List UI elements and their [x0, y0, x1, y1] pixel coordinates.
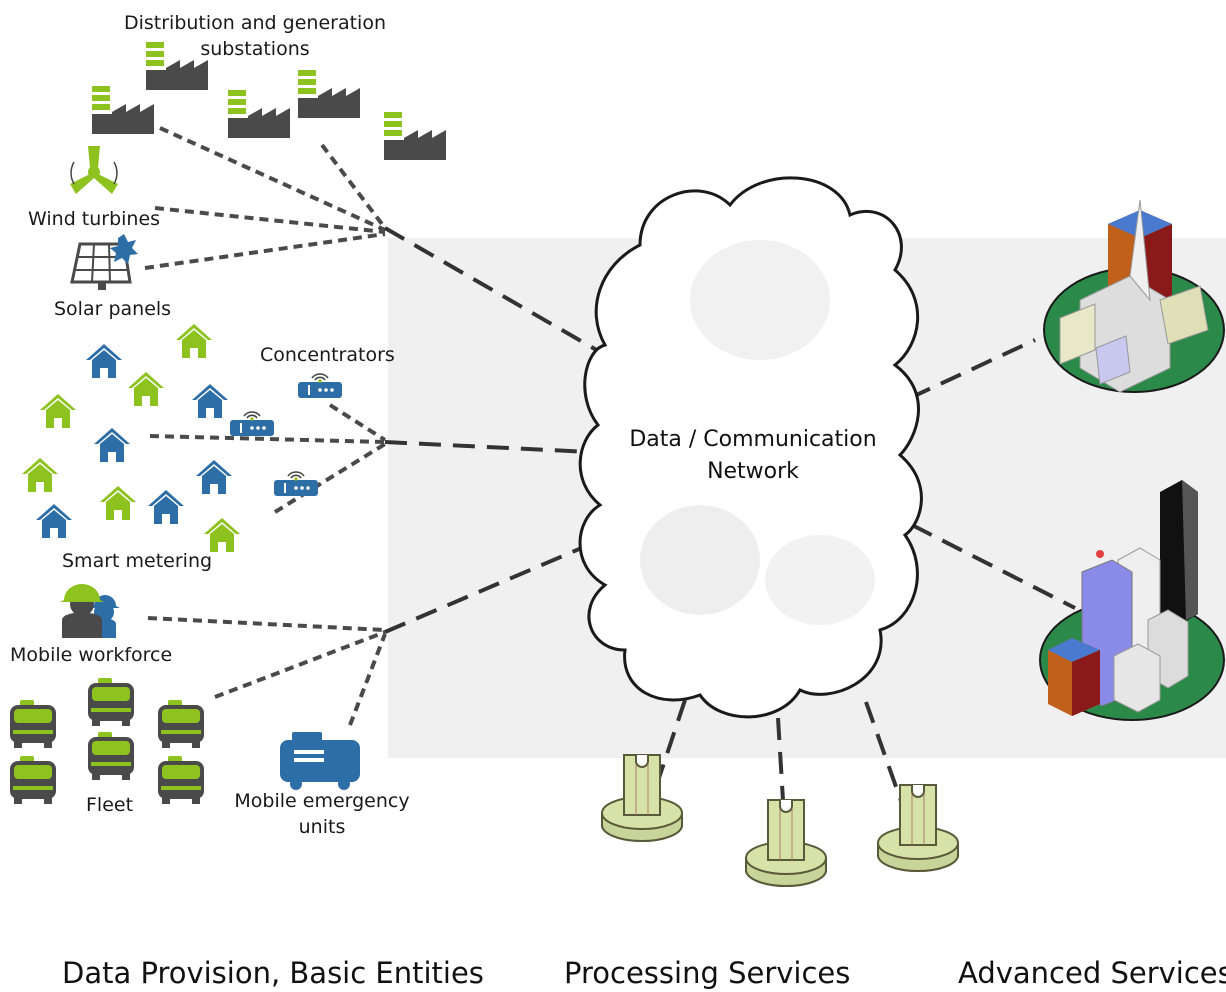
factory-icon [298, 70, 360, 118]
server-icon [745, 799, 827, 887]
server-icon [601, 754, 683, 842]
factory-icon [384, 112, 446, 160]
workforce-icon [60, 584, 120, 638]
bus-icon [10, 700, 56, 748]
workforce-label: Mobile workforce [10, 644, 173, 666]
emergency-label-line2: units [298, 816, 346, 838]
solar-label: Solar panels [54, 298, 172, 320]
bus-icon [158, 700, 204, 748]
emergency-label-line1: Mobile emergency [234, 790, 410, 812]
wind-turbine-icon [70, 146, 118, 194]
fleet-icons [10, 678, 204, 804]
factory-icon [228, 90, 290, 138]
house-icon [86, 344, 122, 378]
emergency-label: Mobile emergency units [232, 788, 412, 840]
concentrators-label: Concentrators [260, 344, 395, 366]
house-icon [100, 486, 136, 520]
house-icon [40, 394, 76, 428]
server-icon [877, 784, 959, 872]
house-icon [196, 460, 232, 494]
house-icon [204, 518, 240, 552]
network-label-line2: Network [707, 459, 799, 484]
house-icon [176, 324, 212, 358]
house-icon [94, 428, 130, 462]
substations-label-line2: substations [200, 38, 310, 60]
section-right-title: Advanced Services [958, 956, 1226, 990]
substations-label-line1: Distribution and generation [123, 12, 386, 34]
fleet-label: Fleet [86, 794, 134, 816]
smart-metering-label: Smart metering [62, 550, 213, 572]
section-middle-title: Processing Services [564, 956, 851, 990]
factory-icon [92, 86, 154, 134]
city-towers-icon [1039, 480, 1225, 721]
house-icon [22, 458, 58, 492]
house-icon [36, 504, 72, 538]
concentrator-icon [273, 471, 319, 497]
bus-icon [88, 732, 134, 780]
wind-label: Wind turbines [28, 208, 161, 230]
network-cloud [578, 176, 923, 719]
emergency-unit-icon [280, 732, 360, 790]
bus-icon [88, 678, 134, 726]
bus-icon [10, 756, 56, 804]
concentrator-icon [297, 373, 343, 399]
house-icon [192, 384, 228, 418]
city-church-icon [1043, 199, 1225, 393]
house-icon [148, 490, 184, 524]
network-label: Data / Communication Network [612, 424, 894, 488]
network-label-line1: Data / Communication [629, 427, 877, 452]
house-icon [128, 372, 164, 406]
concentrator-icon [229, 411, 275, 437]
dotted-links [144, 126, 387, 726]
house-icons [22, 324, 240, 552]
substations-label: Distribution and generation substations [120, 10, 390, 62]
bus-icon [158, 756, 204, 804]
solar-panel-icon [70, 234, 138, 290]
section-left-title: Data Provision, Basic Entities [62, 956, 484, 990]
